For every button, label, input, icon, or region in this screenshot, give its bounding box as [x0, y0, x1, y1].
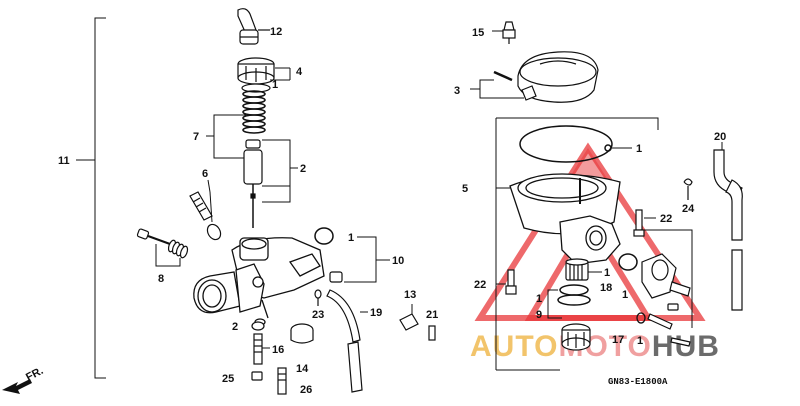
callout-5: 5: [462, 183, 468, 195]
part-4-top-cap: [237, 57, 275, 93]
callout-14: 14: [296, 363, 309, 375]
carburetor-body: [193, 237, 325, 326]
callout-24: 24: [682, 203, 695, 215]
callout-1: 1: [272, 79, 278, 91]
callout-4: 4: [296, 66, 303, 78]
callout-2: 2: [232, 321, 238, 333]
part-13-clip: [399, 304, 419, 331]
callout-22: 22: [660, 213, 672, 225]
part-23-ring: [314, 289, 322, 306]
part-10-float-bowl-set: [329, 271, 343, 283]
callout-labels: 12 4 1 7 2 6 11 8 1 10 23 19 2 16 14 25 …: [58, 26, 726, 396]
watermark-part3: HUB: [652, 330, 720, 363]
leader-9: [547, 289, 562, 319]
fuel-valve: [641, 253, 691, 299]
callout-21: 21: [426, 309, 438, 321]
part-1-oring-b: [618, 253, 638, 271]
part-3-air-cleaner-cover: [493, 51, 599, 103]
screw-lower-right: [647, 303, 691, 347]
part-26-needle-jet: [277, 367, 287, 395]
callout-3: 3: [454, 85, 460, 97]
callout-16: 16: [272, 344, 284, 356]
part-2-drain-screw: [251, 321, 265, 331]
part-19-drain-tube: [326, 289, 363, 393]
part-7-throttle-spring: [242, 90, 266, 134]
callout-20: 20: [714, 131, 726, 143]
callout-1: 1: [604, 267, 610, 279]
part-16-main-jet: [253, 333, 263, 365]
callout-8: 8: [158, 273, 164, 285]
part-15-vent-nipple: [502, 21, 516, 44]
callout-23: 23: [312, 309, 324, 321]
leader-2-top: [262, 139, 298, 203]
frame-5: [495, 117, 693, 371]
callout-1: 1: [622, 289, 628, 301]
part-5-float-chamber: [509, 173, 621, 265]
leader-7: [206, 114, 246, 159]
callout-26: 26: [300, 384, 312, 396]
leader-4: [270, 67, 291, 81]
bracket-11: [76, 17, 106, 379]
callout-9: 9: [536, 309, 542, 321]
part-22-screw-b: [505, 269, 517, 295]
callout-22: 22: [474, 279, 486, 291]
part-18-float-valve: [565, 258, 589, 281]
direction-label: FR.: [24, 365, 45, 384]
part-1-oring-a: [314, 227, 334, 245]
part-22-screw-a: [633, 209, 645, 237]
watermark-part1: AUTO: [470, 330, 558, 363]
callout-1: 1: [636, 143, 642, 155]
callout-18: 18: [600, 282, 612, 294]
leader-6: [207, 179, 213, 223]
diagram-code: GN83-E1800A: [608, 377, 668, 387]
part-8-throttle-stop-screw: [136, 228, 189, 259]
callout-13: 13: [404, 289, 416, 301]
part-6-pilot-screw: [189, 191, 222, 241]
callout-15: 15: [472, 27, 484, 39]
part-1-oring-c: [636, 312, 646, 324]
part-1-oring-large: [519, 125, 613, 163]
part-2-throttle-valve: [243, 139, 263, 228]
part-9-washer-set: [557, 284, 591, 306]
callout-6: 6: [202, 168, 208, 180]
callout-1: 1: [637, 335, 643, 347]
callout-1: 1: [348, 232, 354, 244]
part-17-drain-plug: [561, 323, 591, 351]
callout-7: 7: [193, 131, 199, 143]
part-14-plug: [290, 323, 314, 344]
part-20-fuel-hose: [713, 142, 743, 311]
callout-17: 17: [612, 334, 624, 346]
part-24-hose-clip: [683, 178, 693, 200]
callout-1: 1: [536, 293, 542, 305]
leader-8: [155, 244, 181, 267]
callout-25: 25: [222, 373, 234, 385]
callout-11: 11: [58, 155, 70, 167]
callout-19: 19: [370, 307, 382, 319]
leader-3: [470, 79, 524, 99]
front-direction-arrow: FR.: [2, 365, 45, 394]
callout-2: 2: [300, 163, 306, 175]
callout-12: 12: [270, 26, 282, 38]
part-25-nut: [251, 371, 263, 381]
leader-10: [344, 236, 390, 283]
part-12-cable-elbow: [237, 8, 270, 45]
callout-10: 10: [392, 255, 404, 267]
part-21-bolt: [428, 325, 436, 341]
svg-text:AUTOMOTOHUB: AUTOMOTOHUB: [470, 330, 720, 363]
